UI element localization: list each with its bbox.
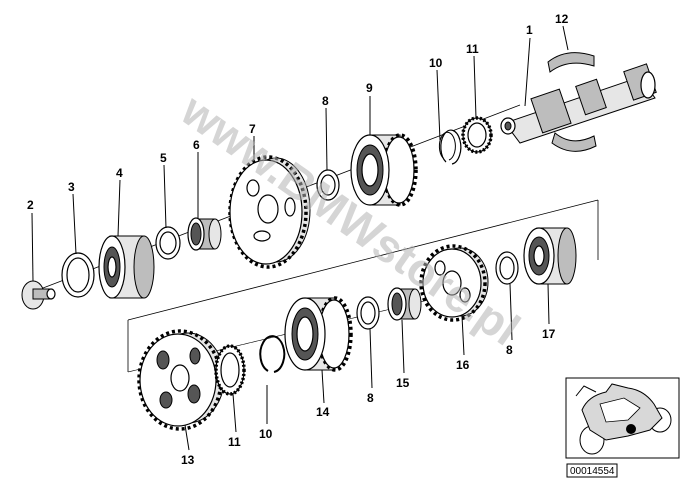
part-11-needle-cage-lower	[214, 344, 246, 396]
part-8-ring-upper	[316, 169, 340, 201]
part-16-gear	[419, 244, 489, 322]
part-10-circlip-lower	[259, 335, 286, 373]
part-15-bushing	[387, 287, 422, 321]
callout-8-upper: 8	[322, 94, 329, 108]
callout-11-lower: 11	[228, 435, 241, 449]
callout-16: 16	[456, 358, 470, 372]
callout-4: 4	[116, 166, 123, 180]
part-6-bushing	[187, 217, 222, 251]
callout-9: 9	[366, 81, 373, 95]
part-12-bearing-shells	[547, 52, 597, 152]
part-8-ring-lower-left	[356, 296, 380, 330]
callout-11-upper: 11	[466, 42, 479, 56]
motorcycle-silhouette-icon	[575, 383, 672, 455]
reference-number: 00014554	[570, 466, 615, 477]
part-13-gear	[137, 329, 225, 431]
callout-17: 17	[542, 327, 556, 341]
part-1-main-shaft	[500, 63, 657, 144]
part-8-ring-lower-right	[495, 251, 519, 285]
callout-3: 3	[68, 180, 75, 194]
part-10-circlip-upper	[438, 129, 462, 165]
part-2-disc	[21, 280, 56, 310]
callout-2: 2	[27, 198, 34, 212]
callout-7: 7	[249, 122, 256, 136]
part-4-ball-bearing	[98, 235, 155, 299]
part-14-sleeve-gear	[284, 296, 353, 372]
part-17-ball-bearing	[523, 227, 577, 285]
callout-1: 1	[526, 23, 533, 37]
callout-12: 12	[555, 12, 569, 26]
callout-8-lower-left: 8	[367, 391, 374, 405]
callout-13: 13	[181, 453, 195, 467]
leader-lines	[31, 25, 569, 451]
part-5-ring	[155, 226, 181, 260]
callout-10-upper: 10	[429, 56, 443, 70]
callout-10-lower: 10	[259, 427, 273, 441]
callout-numbers: 1 2 3 4 5 6 7 8 9 10 11 12 13 11 10 14 8…	[27, 12, 569, 467]
part-9-sleeve-gear	[350, 133, 418, 207]
callout-5: 5	[160, 151, 167, 165]
callout-8-lower-right: 8	[506, 343, 513, 357]
callout-6: 6	[193, 138, 200, 152]
locator-thumbnail: 00014554	[565, 377, 680, 478]
callout-15: 15	[396, 376, 410, 390]
part-3-ring	[61, 252, 95, 298]
part-7-gear	[228, 155, 311, 269]
part-11-needle-cage-upper	[461, 116, 493, 154]
callout-14: 14	[316, 405, 330, 419]
location-marker-dot	[626, 424, 636, 434]
